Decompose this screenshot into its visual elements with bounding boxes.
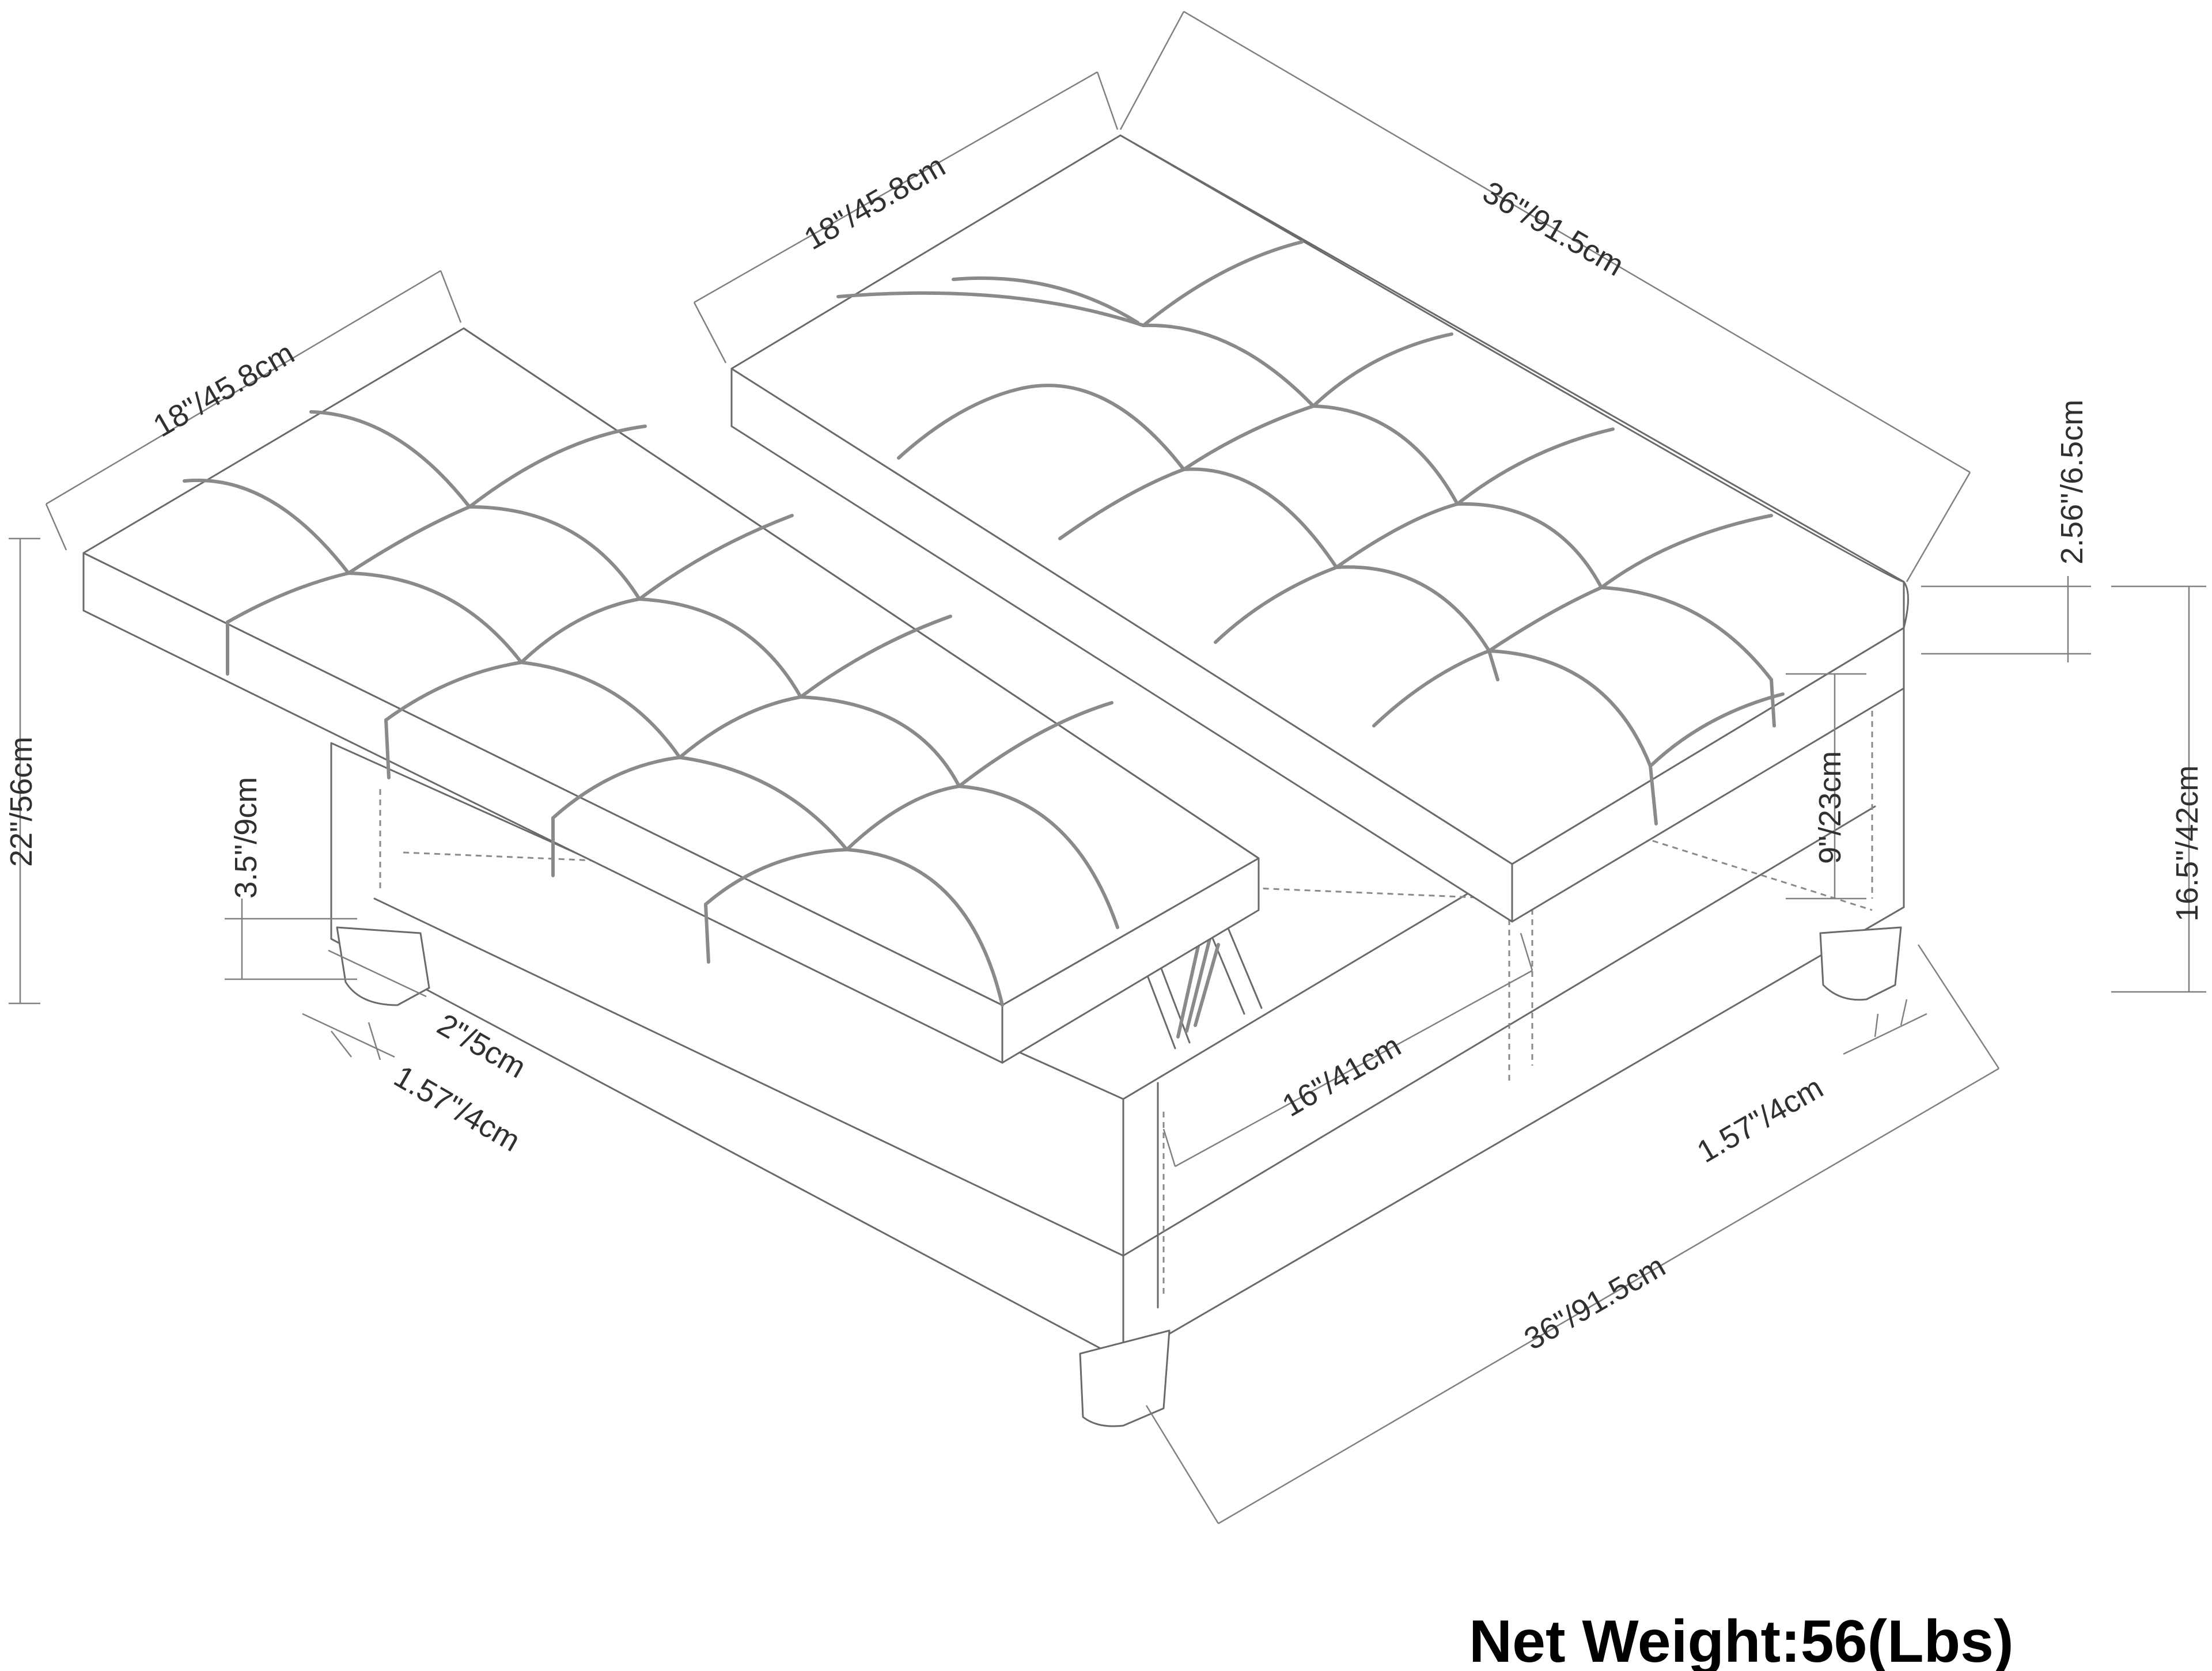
leg-left (336, 926, 430, 1006)
label-right-cushion-width: 18"/45.8cm (798, 149, 951, 257)
label-storage-depth: 9"/23cm (1813, 751, 1847, 864)
label-lid-thickness: 2.56"/6.5cm (2055, 400, 2089, 564)
net-weight-label: Net Weight:56(Lbs) (1469, 1608, 2014, 1671)
left-cushion (82, 327, 1260, 1064)
label-total-height: 22"/56cm (4, 737, 39, 867)
label-leg-width-right: 1.57"/4cm (1691, 1070, 1829, 1170)
label-left-cushion-width: 18"/45.8cm (147, 336, 300, 444)
label-lift-height: 3.5"/9cm (229, 777, 263, 899)
label-bottom-length: 36"/91.5cm (1518, 1249, 1671, 1357)
label-top-length: 36"/91.5cm (1477, 175, 1630, 283)
ottoman-legs (336, 926, 1902, 1427)
dimension-lines (9, 10, 2206, 1525)
leg-right (1819, 926, 1902, 1001)
right-cushion (730, 134, 1909, 923)
label-body-height: 16.5"/42cm (2170, 766, 2205, 922)
leg-front (1079, 1329, 1171, 1427)
